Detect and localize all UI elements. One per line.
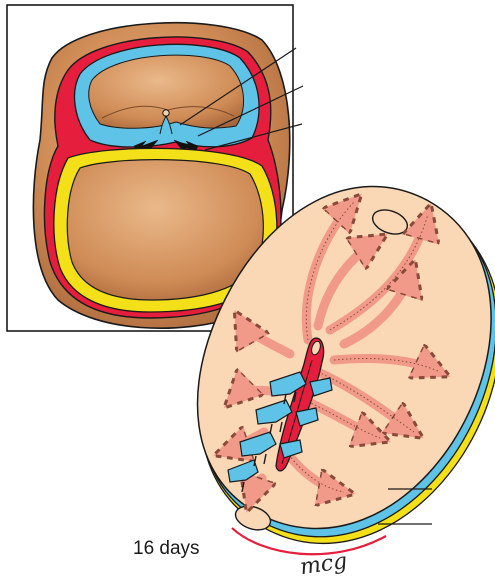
age-caption: 16 days	[133, 538, 200, 560]
yolk-sac	[67, 160, 263, 300]
